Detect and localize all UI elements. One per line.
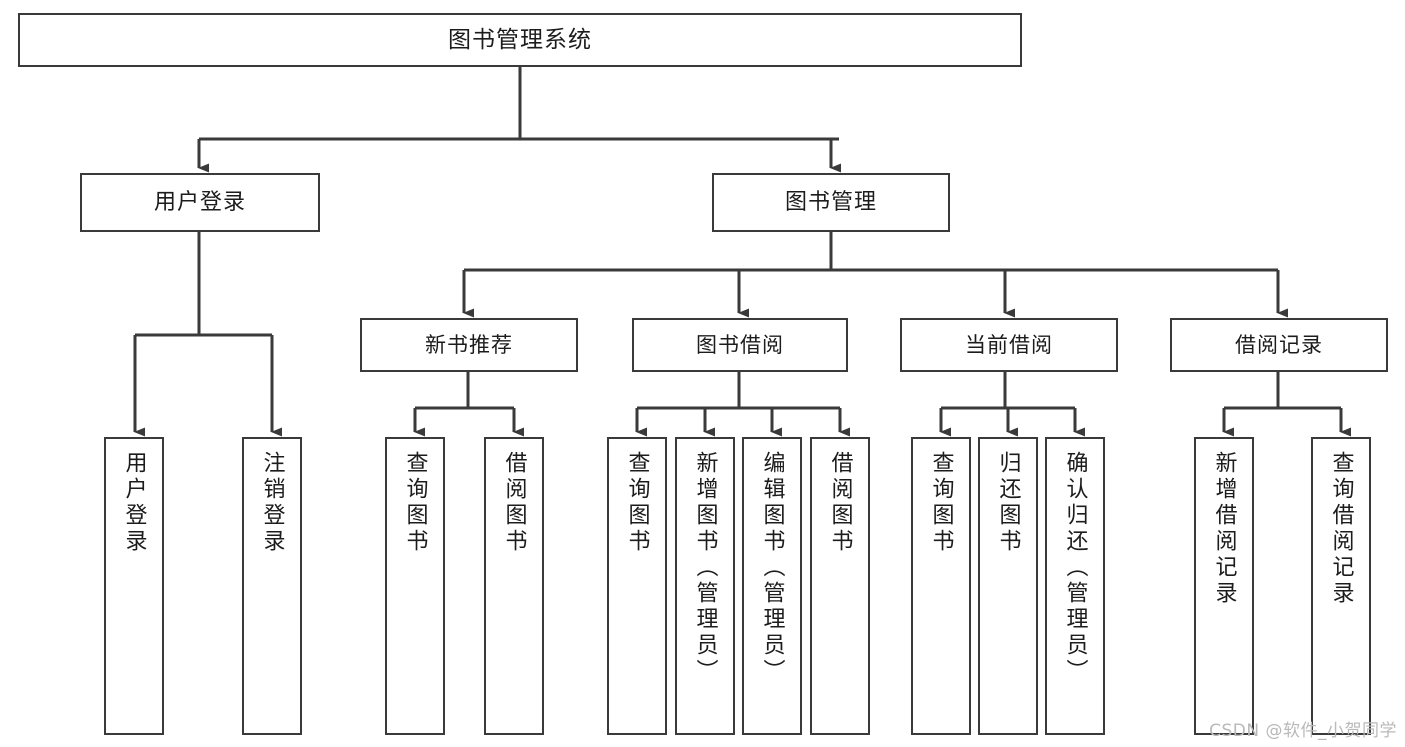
node-leaf-return-book[interactable]: 归还图书 [978, 437, 1038, 735]
node-borrow-record[interactable]: 借阅记录 [1170, 318, 1388, 372]
node-label: 新增图书（管理员） [692, 451, 718, 685]
node-leaf-user-login[interactable]: 用户登录 [104, 437, 164, 735]
node-leaf-confirm-return[interactable]: 确认归还（管理员） [1045, 437, 1105, 735]
node-leaf-borrow-book-1[interactable]: 借阅图书 [484, 437, 544, 735]
node-book-borrow[interactable]: 图书借阅 [632, 318, 848, 372]
node-label: 图书借阅 [696, 332, 784, 357]
node-leaf-edit-book[interactable]: 编辑图书（管理员） [742, 437, 802, 735]
node-label: 归还图书 [995, 451, 1021, 555]
node-label: 图书管理系统 [448, 26, 592, 53]
node-label: 查询图书 [928, 451, 954, 555]
node-label: 借阅图书 [501, 451, 527, 555]
node-user-login[interactable]: 用户登录 [80, 173, 320, 232]
node-leaf-query-record[interactable]: 查询借阅记录 [1311, 437, 1371, 735]
node-leaf-add-record[interactable]: 新增借阅记录 [1194, 437, 1254, 735]
node-label: 用户登录 [121, 451, 147, 555]
node-current-borrow[interactable]: 当前借阅 [900, 318, 1118, 372]
node-label: 注销登录 [259, 451, 285, 555]
node-new-book-recommend[interactable]: 新书推荐 [360, 318, 578, 372]
node-label: 查询图书 [624, 451, 650, 555]
node-leaf-query-book-1[interactable]: 查询图书 [385, 437, 445, 735]
csdn-watermark: CSDN @软件_小贺同学 [1209, 721, 1397, 741]
node-label: 确认归还（管理员） [1062, 451, 1088, 685]
node-book-management[interactable]: 图书管理 [712, 173, 950, 232]
node-label: 新增借阅记录 [1211, 451, 1237, 607]
node-label: 编辑图书（管理员） [759, 451, 785, 685]
node-label: 借阅图书 [827, 451, 853, 555]
node-label: 图书管理 [784, 189, 877, 215]
node-label: 查询借阅记录 [1328, 451, 1354, 607]
node-root-book-management-system[interactable]: 图书管理系统 [18, 13, 1022, 67]
node-leaf-query-book-2[interactable]: 查询图书 [607, 437, 667, 735]
node-label: 当前借阅 [965, 332, 1053, 357]
node-label: 新书推荐 [425, 332, 513, 357]
node-leaf-borrow-book-2[interactable]: 借阅图书 [810, 437, 870, 735]
node-leaf-add-book[interactable]: 新增图书（管理员） [675, 437, 735, 735]
node-label: 借阅记录 [1235, 332, 1323, 357]
node-label: 查询图书 [402, 451, 428, 555]
node-label: 用户登录 [153, 189, 246, 215]
node-leaf-query-book-3[interactable]: 查询图书 [911, 437, 971, 735]
node-leaf-logout-login[interactable]: 注销登录 [242, 437, 302, 735]
